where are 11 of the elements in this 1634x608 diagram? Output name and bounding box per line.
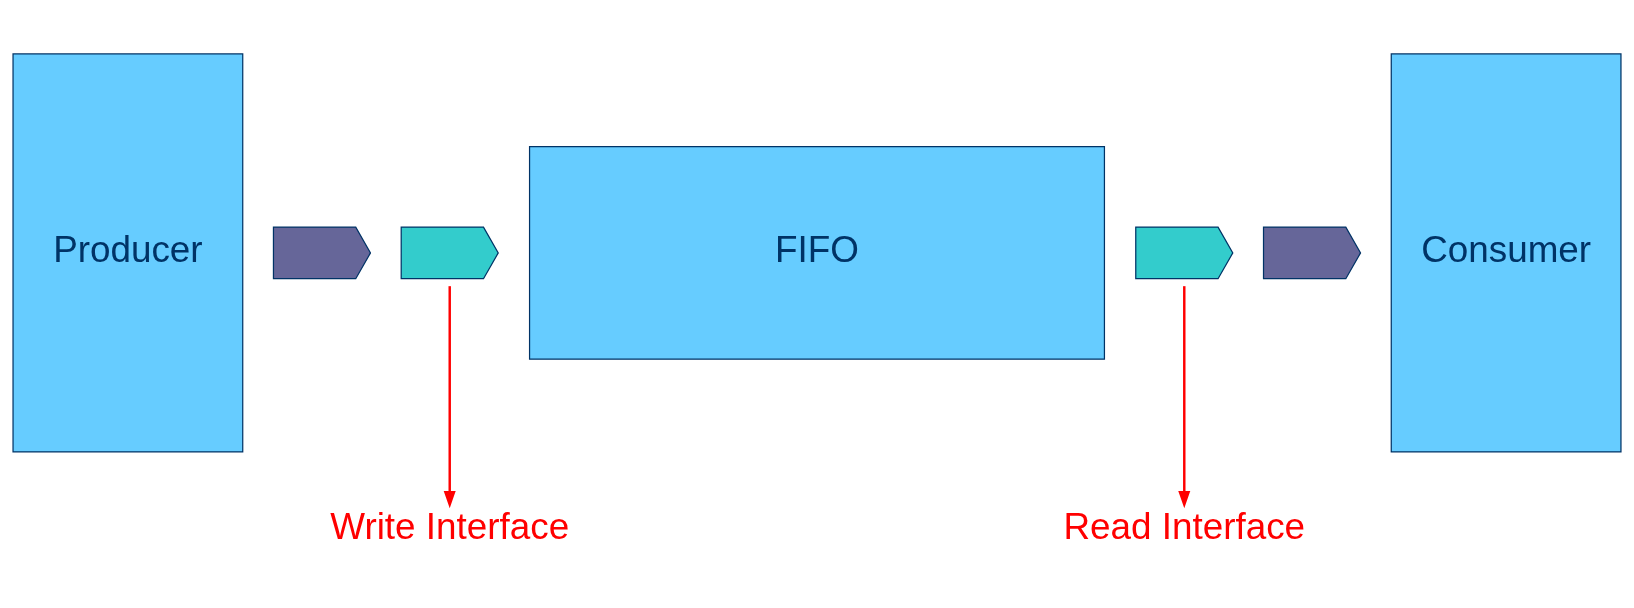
node-chevron bbox=[272, 226, 372, 279]
arrow bbox=[1178, 285, 1191, 508]
node-chevron bbox=[1262, 226, 1362, 279]
node-chevron bbox=[1135, 226, 1234, 279]
node-box: Consumer bbox=[1390, 52, 1622, 452]
node-chevron bbox=[400, 226, 499, 279]
node-text: Read Interface bbox=[1063, 505, 1306, 547]
node-box: FIFO bbox=[528, 145, 1106, 360]
arrow bbox=[443, 285, 456, 508]
node-box: Producer bbox=[12, 52, 244, 452]
node-text: Write Interface bbox=[330, 505, 570, 547]
